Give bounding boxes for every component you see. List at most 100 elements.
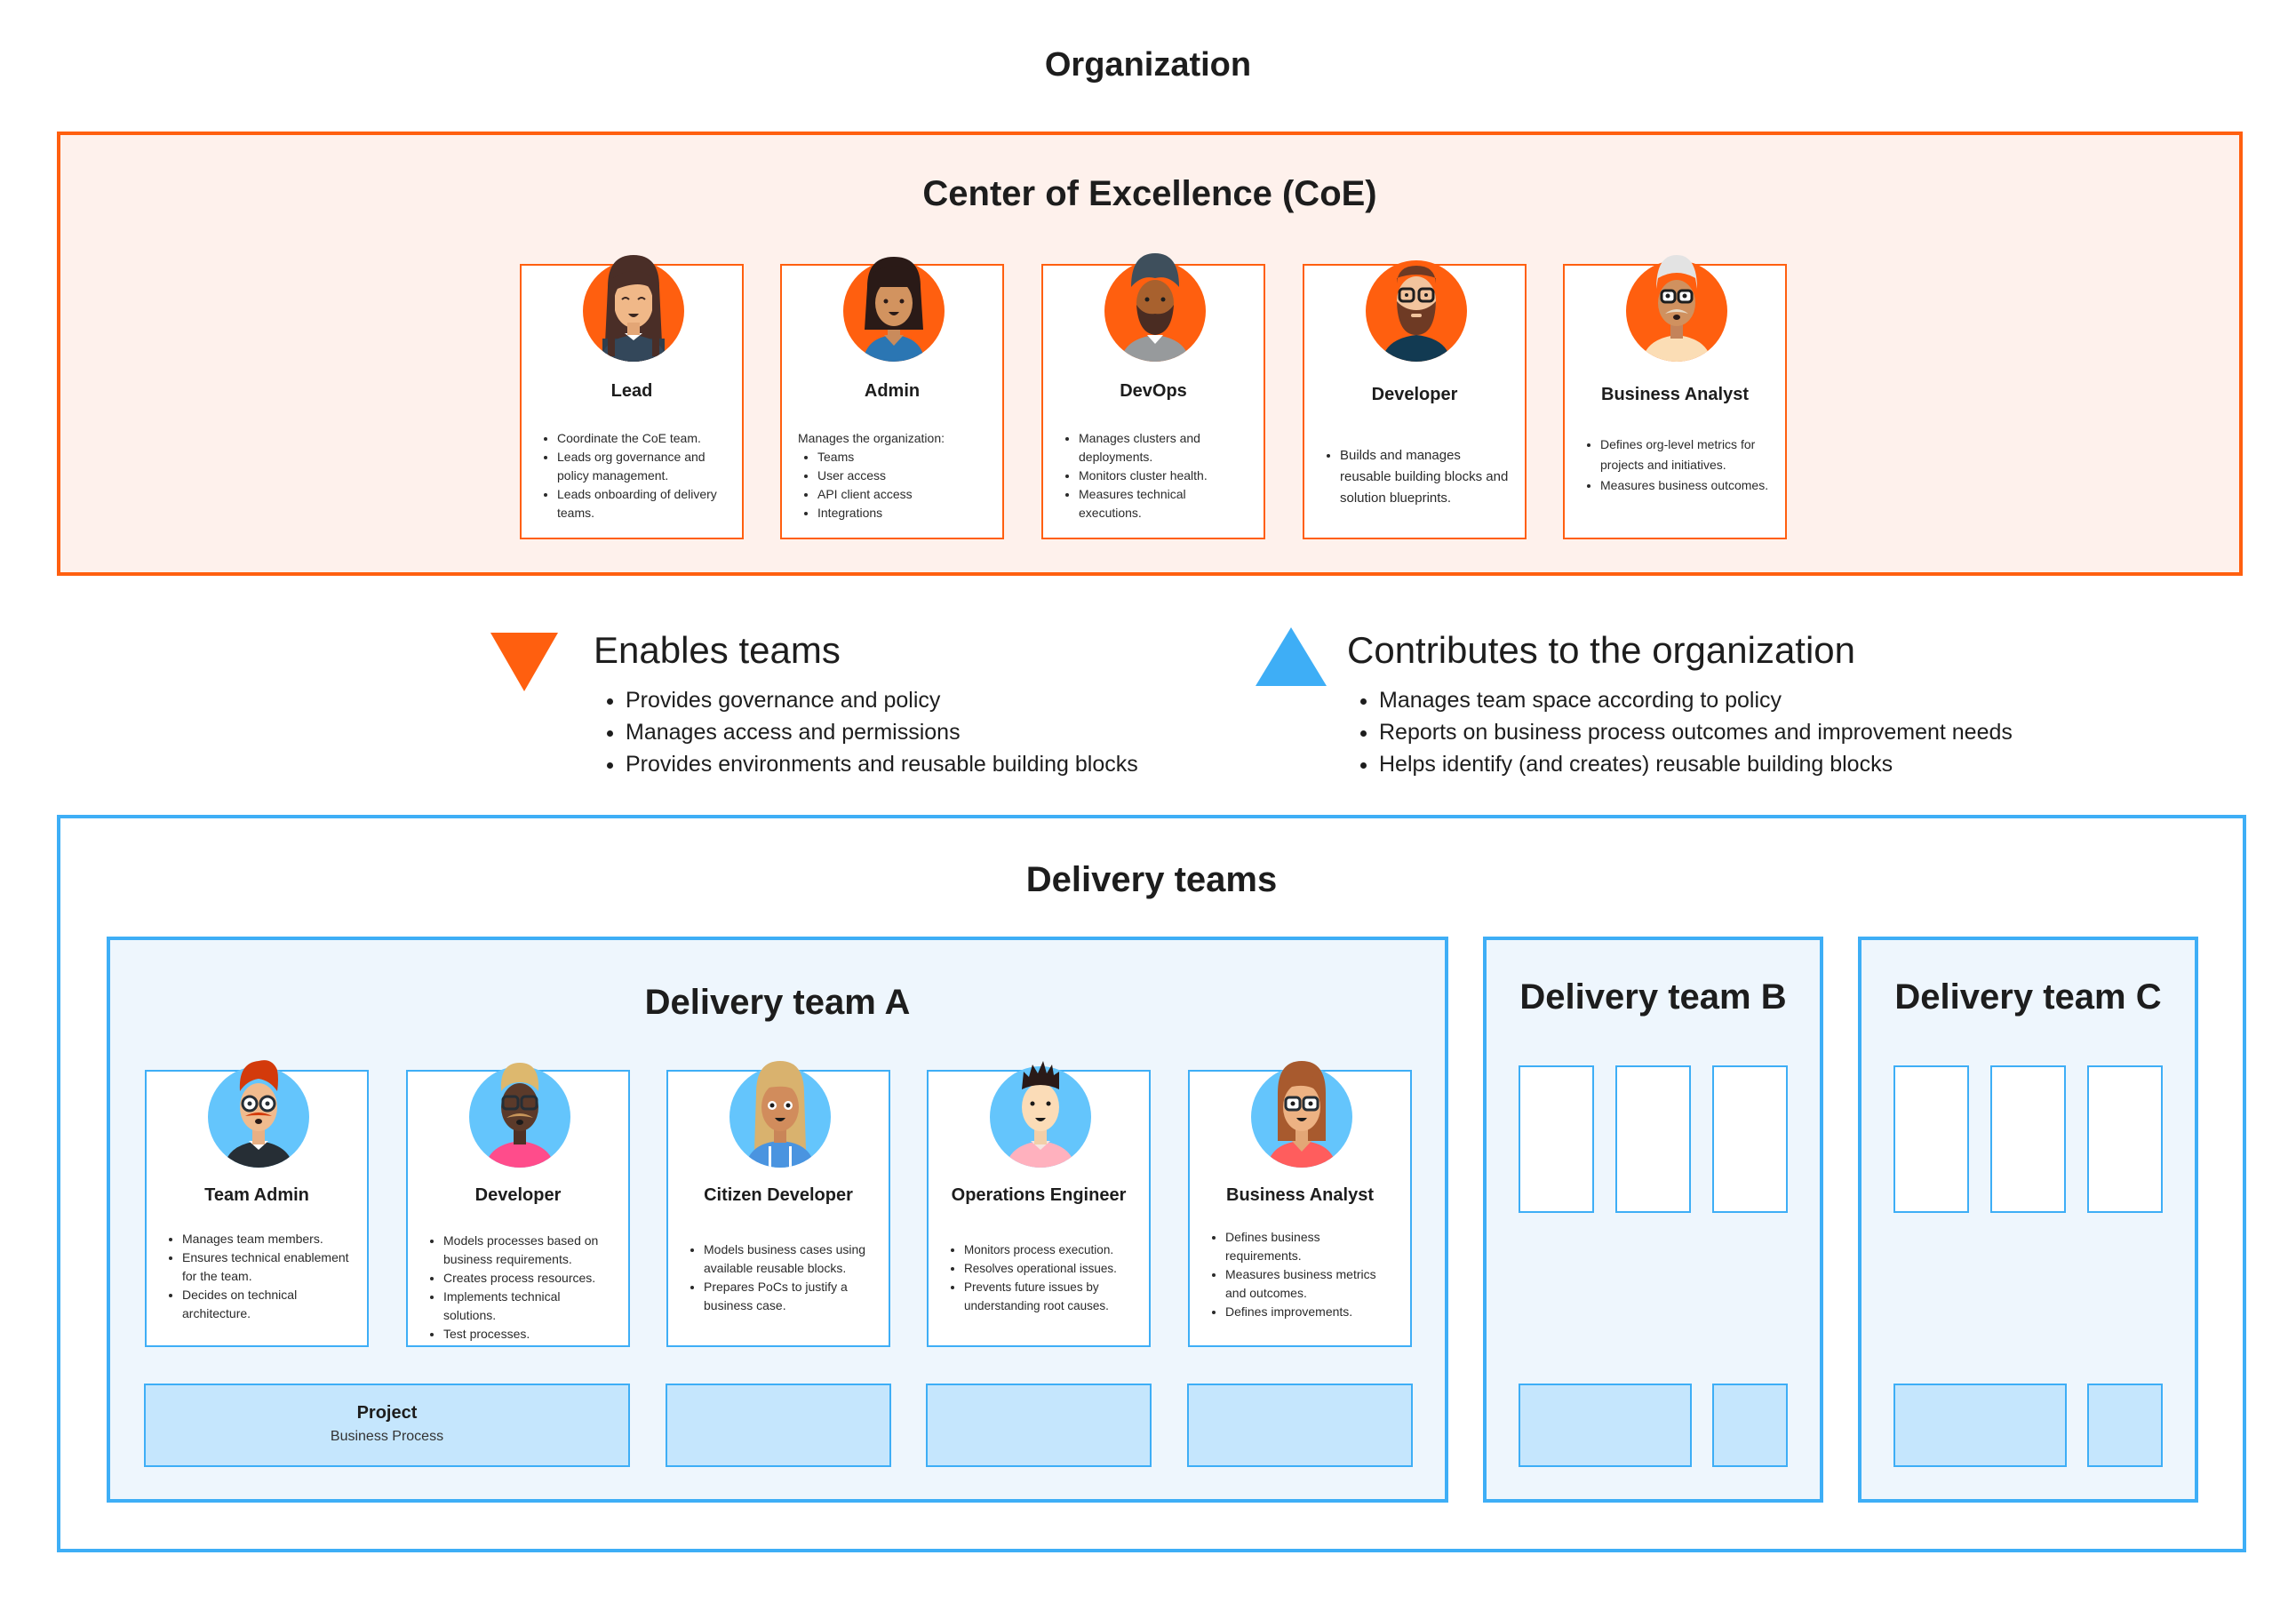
coe-role-card-lead: Lead Coordinate the CoE team. Leads org … xyxy=(520,255,744,539)
delivery-team-a-title: Delivery team A xyxy=(644,983,911,1022)
role-bullet: Test processes. xyxy=(443,1325,616,1344)
role-placeholder-slot xyxy=(1712,1065,1788,1213)
team-role-card-operations-engineer: Operations Engineer Monitors process exe… xyxy=(927,1061,1151,1347)
role-bullet: Implements technical solutions. xyxy=(443,1288,616,1325)
role-description: Manages team members. Ensures technical … xyxy=(166,1230,355,1323)
enables-teams-list: Provides governance and policy Manages a… xyxy=(606,684,1138,780)
contributes-list: Manages team space according to policy R… xyxy=(1359,684,2013,780)
role-bullet: Manages team members. xyxy=(182,1230,355,1248)
project-placeholder-block xyxy=(1519,1384,1692,1467)
project-placeholder-block xyxy=(926,1384,1152,1467)
role-bullet: API client access xyxy=(817,485,990,504)
role-bullet: Defines business requirements. xyxy=(1225,1228,1398,1265)
role-bullet: Measures business metrics and outcomes. xyxy=(1225,1265,1398,1303)
project-placeholder-block xyxy=(666,1384,891,1467)
role-placeholder-slot xyxy=(1990,1065,2066,1213)
role-bullet: Leads onboarding of delivery teams. xyxy=(557,485,729,522)
team-role-card-citizen-developer: Citizen Developer Models business cases … xyxy=(666,1061,890,1347)
role-title: Operations Engineer xyxy=(951,1185,1127,1205)
enables-bullet: Provides environments and reusable build… xyxy=(626,748,1138,780)
triangle-down-icon xyxy=(490,633,558,691)
role-bullet: Models processes based on business requi… xyxy=(443,1232,616,1269)
coe-title: Center of Excellence (CoE) xyxy=(922,174,1377,213)
role-bullet: Builds and manages reusable building blo… xyxy=(1340,445,1512,509)
coe-role-card-developer: Developer Builds and manages reusable bu… xyxy=(1303,260,1527,539)
contributes-bullet: Manages team space according to policy xyxy=(1379,684,2013,716)
role-bullet: Resolves operational issues. xyxy=(964,1259,1136,1278)
contributes-bullet: Reports on business process outcomes and… xyxy=(1379,716,2013,748)
page-title: Organization xyxy=(1044,46,1252,84)
role-placeholder-slot xyxy=(2087,1065,2163,1213)
man-turban-beard-avatar-icon xyxy=(1104,253,1206,362)
man-blond-hair-glasses-avatar-icon xyxy=(469,1063,570,1168)
project-placeholder-block xyxy=(1187,1384,1413,1467)
role-bullet: Models business cases using available re… xyxy=(704,1240,876,1278)
role-bullet: Monitors process execution. xyxy=(964,1240,1136,1259)
role-description: Models business cases using available re… xyxy=(688,1240,876,1315)
coe-role-card-devops: DevOps Manages clusters and deployments.… xyxy=(1041,253,1265,539)
role-title: Developer xyxy=(1371,385,1458,404)
role-title: Admin xyxy=(864,381,921,401)
role-description: Defines business requirements. Measures … xyxy=(1209,1228,1398,1321)
role-description: Manages clusters and deployments. Monito… xyxy=(1063,429,1251,522)
project-placeholder-block xyxy=(1893,1384,2067,1467)
role-placeholder-slot xyxy=(1615,1065,1691,1213)
role-title: Lead xyxy=(610,381,653,401)
triangle-up-icon xyxy=(1256,627,1327,686)
man-spiky-black-hair-avatar-icon xyxy=(990,1061,1091,1168)
role-title: Developer xyxy=(474,1185,562,1205)
role-bullet: Measures technical executions. xyxy=(1079,485,1251,522)
role-placeholder-slot xyxy=(1893,1065,1969,1213)
team-role-card-business-analyst: Business Analyst Defines business requir… xyxy=(1188,1061,1412,1347)
delivery-team-b-title: Delivery team B xyxy=(1519,977,1787,1017)
role-description: Models processes based on business requi… xyxy=(427,1232,616,1344)
contributes-heading: Contributes to the organization xyxy=(1347,629,1856,671)
project-placeholder-block xyxy=(2087,1384,2163,1467)
role-intro: Manages the organization: xyxy=(798,431,945,445)
man-red-hair-glasses-mustache-avatar-icon xyxy=(208,1060,309,1168)
role-title: DevOps xyxy=(1120,381,1187,401)
project-title: Project xyxy=(356,1403,418,1423)
role-title: Citizen Developer xyxy=(704,1185,853,1205)
role-bullet: Coordinate the CoE team. xyxy=(557,429,729,448)
role-bullet: Ensures technical enablement for the tea… xyxy=(182,1248,355,1286)
woman-long-brown-hair-avatar-icon xyxy=(583,255,684,362)
role-title: Business Analyst xyxy=(1601,385,1749,404)
role-bullet: Measures business outcomes. xyxy=(1600,475,1773,496)
project-subtitle: Business Process xyxy=(330,1429,444,1444)
role-bullet: Integrations xyxy=(817,504,990,522)
role-description: Coordinate the CoE team. Leads org gover… xyxy=(541,429,729,522)
role-bullet: Teams xyxy=(817,448,990,467)
role-description: Defines org-level metrics for projects a… xyxy=(1584,435,1773,496)
role-bullet: Monitors cluster health. xyxy=(1079,467,1251,485)
enables-teams-heading: Enables teams xyxy=(594,629,841,671)
coe-role-card-business-analyst: Business Analyst Defines org-level metri… xyxy=(1563,255,1787,539)
coe-role-card-admin: Admin Manages the organization: Teams Us… xyxy=(780,257,1004,539)
role-bullet: Defines improvements. xyxy=(1225,1303,1398,1321)
delivery-teams-title: Delivery teams xyxy=(1025,860,1278,899)
man-gray-hair-glasses-mustache-avatar-icon xyxy=(1626,255,1727,362)
woman-auburn-hair-glasses-avatar-icon xyxy=(1251,1061,1352,1168)
delivery-team-c-title: Delivery team C xyxy=(1894,977,2162,1017)
role-description: Manages the organization: Teams User acc… xyxy=(798,429,990,522)
role-bullet: User access xyxy=(817,467,990,485)
role-placeholder-slot xyxy=(1519,1065,1594,1213)
role-bullet: Decides on technical architecture. xyxy=(182,1286,355,1323)
role-description: Builds and manages reusable building blo… xyxy=(1324,445,1512,509)
role-title: Team Admin xyxy=(204,1185,309,1205)
man-beard-glasses-avatar-icon xyxy=(1366,260,1467,362)
enables-bullet: Manages access and permissions xyxy=(626,716,1138,748)
project-business-process-block[interactable]: Project Business Process xyxy=(144,1384,630,1467)
role-bullet: Defines org-level metrics for projects a… xyxy=(1600,435,1773,475)
role-bullet: Prevents future issues by understanding … xyxy=(964,1278,1136,1315)
team-role-card-team-admin: Team Admin Manages team members. Ensures… xyxy=(145,1060,369,1347)
woman-blond-hair-hoodie-avatar-icon xyxy=(729,1061,831,1168)
role-bullet: Leads org governance and policy manageme… xyxy=(557,448,729,485)
enables-bullet: Provides governance and policy xyxy=(626,684,1138,716)
role-bullet: Creates process resources. xyxy=(443,1269,616,1288)
role-description: Monitors process execution. Resolves ope… xyxy=(948,1240,1136,1315)
woman-black-bob-hair-avatar-icon xyxy=(843,257,945,362)
team-role-card-developer: Developer Models processes based on busi… xyxy=(406,1063,630,1347)
role-bullet: Manages clusters and deployments. xyxy=(1079,429,1251,467)
role-title: Business Analyst xyxy=(1226,1185,1374,1205)
